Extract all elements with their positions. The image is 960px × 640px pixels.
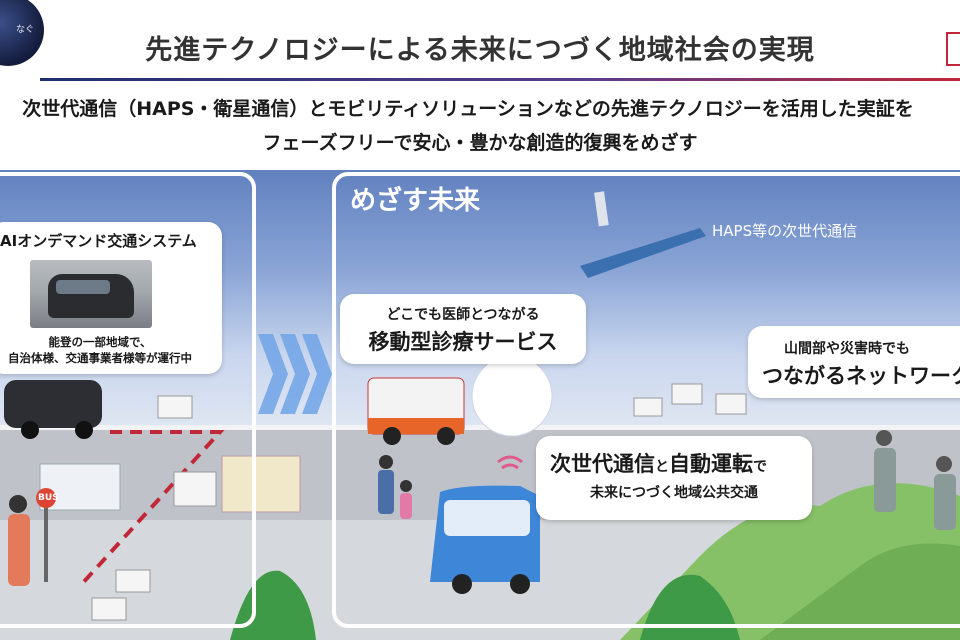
right-panel-frame — [332, 172, 960, 628]
subtitle-band — [0, 86, 960, 170]
transport-particle-2: で — [753, 459, 767, 475]
network-callout: 山間部や災害時でも つながるネットワーク — [748, 326, 960, 398]
house-icon — [91, 597, 127, 621]
person-icon — [400, 480, 412, 492]
house-icon — [715, 393, 747, 415]
person-icon — [9, 495, 27, 513]
medical-callout: どこでも医師とつながる 移動型診療サービス — [340, 294, 586, 364]
tree-icon — [640, 574, 740, 640]
ai-ondemand-callout: AIオンデマンド交通システム 能登の一部地域で、 自治体様、交通事業者様等が運行… — [0, 222, 222, 374]
person-icon — [8, 514, 30, 586]
transport-particle-1: と — [655, 459, 669, 475]
house-icon — [115, 569, 151, 593]
haps-aircraft-icon — [580, 228, 706, 278]
person-icon — [876, 430, 892, 446]
ai-ondemand-title: AIオンデマンド交通システム — [0, 232, 197, 250]
corner-marker — [946, 32, 960, 66]
route-line — [78, 430, 225, 588]
bus-stop-label: BUS — [38, 493, 59, 503]
road-edge — [0, 425, 960, 433]
person-icon — [379, 455, 393, 469]
medical-line-1: どこでも医師とつながる — [386, 307, 540, 323]
globe-caption: なぐ — [15, 25, 34, 35]
house-icon — [633, 397, 663, 417]
transport-line-2: 未来につづく地域公共交通 — [590, 485, 758, 501]
bus-stop-icon — [36, 488, 56, 508]
wheel — [75, 421, 93, 439]
house-icon — [671, 383, 703, 405]
network-line-2: つながるネットワーク — [762, 364, 960, 388]
header: なぐ 先進テクノロジーによる未来につづく地域社会の実現 — [0, 0, 960, 86]
right-panel-title: めざす未来 — [350, 186, 481, 216]
transport-callout: 次世代通信と自動運転で 未来につづく地域公共交通 — [536, 436, 812, 520]
ai-ondemand-note-2: 自治体様、交通事業者様等が運行中 — [8, 351, 192, 365]
hospital-icon — [221, 455, 301, 513]
subtitle-line-2: フェーズフリーで安心・豊かな創造的復興をめざす — [262, 132, 698, 154]
wheel — [21, 421, 39, 439]
globe-icon: なぐ — [0, 0, 44, 66]
van-photo — [30, 260, 152, 328]
page-title: 先進テクノロジーによる未来につづく地域社会の実現 — [145, 35, 815, 66]
header-divider — [40, 78, 960, 81]
transport-term-2: 自動運転 — [669, 452, 753, 476]
left-panel-frame — [0, 172, 256, 628]
hill — [760, 543, 960, 640]
bus-stop-pole — [44, 496, 48, 582]
network-line-1: 山間部や災害時でも — [784, 341, 910, 357]
haps-label: HAPS等の次世代通信 — [712, 222, 858, 240]
house-icon — [173, 471, 217, 507]
transport-line-1: 次世代通信と自動運転で — [550, 448, 767, 478]
house-icon — [157, 395, 193, 419]
wifi-icon — [497, 455, 523, 464]
illustration-layer — [4, 191, 960, 640]
transport-term-1: 次世代通信 — [550, 452, 655, 476]
van-window — [56, 280, 110, 294]
person-icon — [936, 456, 952, 472]
medical-line-2: 移動型診療サービス — [368, 330, 558, 354]
ai-ondemand-note-1: 能登の一部地域で、 — [48, 335, 152, 349]
van-icon — [4, 380, 102, 428]
subtitle-line-1: 次世代通信（HAPS・衛星通信）とモビリティソリューションなどの先進テクノロジー… — [22, 98, 914, 120]
